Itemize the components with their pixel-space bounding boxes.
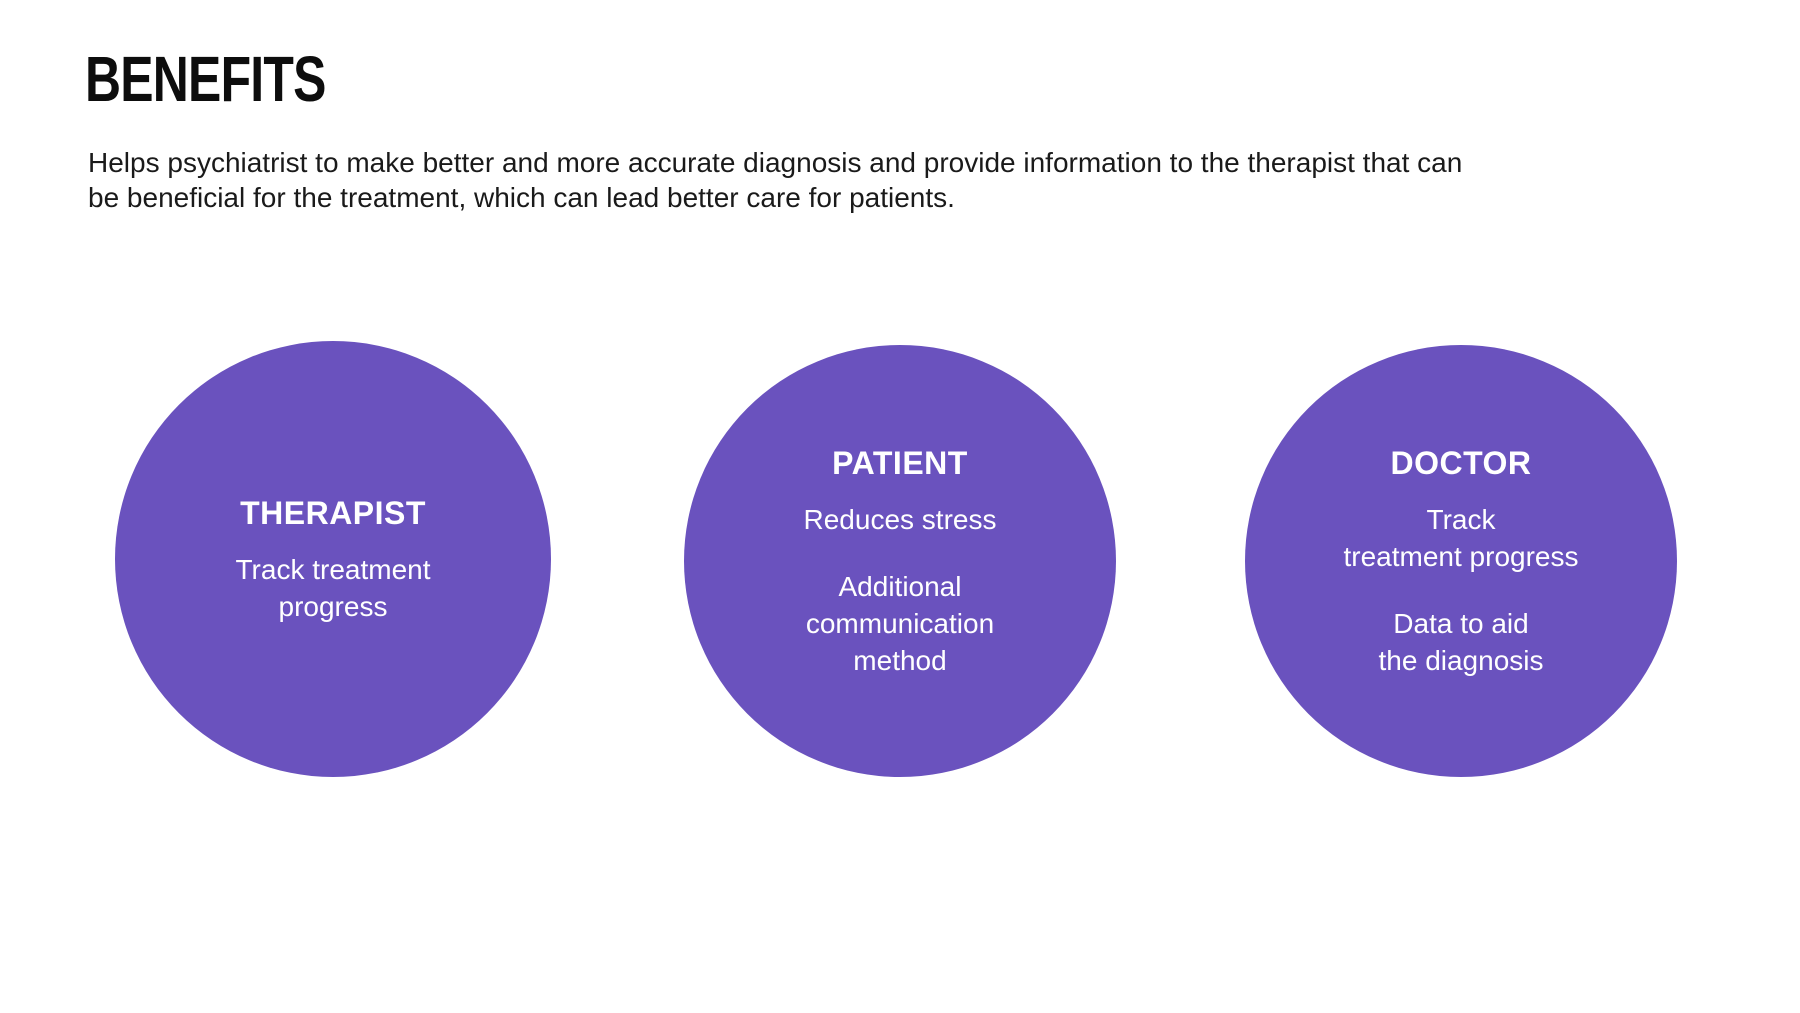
circle-heading-therapist: THERAPIST <box>240 495 426 531</box>
benefit-circle-therapist: THERAPIST Track treatment progress <box>115 341 551 777</box>
circle-item: Data to aid the diagnosis <box>1378 608 1544 676</box>
benefit-circle-patient: PATIENT Reduces stress Additional commun… <box>684 345 1116 777</box>
page-description: Helps psychiatrist to make better and mo… <box>88 147 1463 213</box>
circle-item: Reduces stress <box>803 504 997 535</box>
circle-item: Track treatment progress <box>235 554 431 622</box>
page-title: BENEFITS <box>85 43 326 115</box>
circle-item: Track treatment progress <box>1343 504 1579 572</box>
benefit-circle-doctor: DOCTOR Track treatment progress Data to … <box>1245 345 1677 777</box>
circle-heading-patient: PATIENT <box>832 445 968 481</box>
circle-heading-doctor: DOCTOR <box>1390 445 1532 481</box>
circle-item: Additional communication method <box>805 571 995 676</box>
